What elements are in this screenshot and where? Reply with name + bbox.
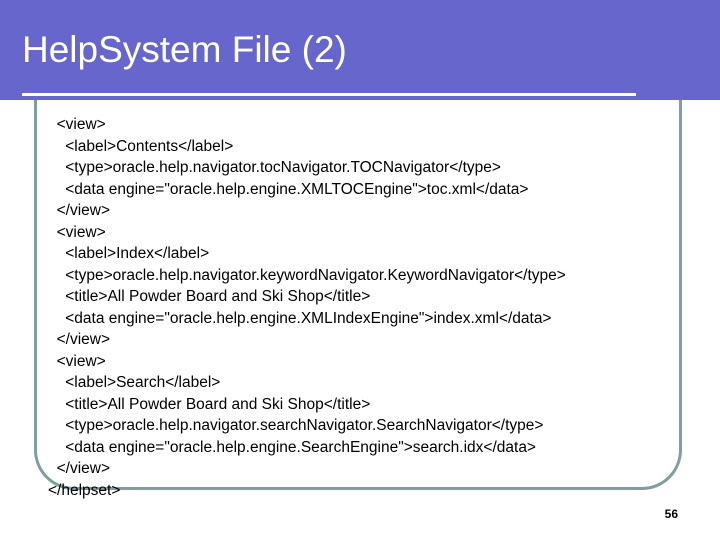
code-line: <data engine="oracle.help.engine.SearchE…	[48, 438, 536, 456]
code-line: <type>oracle.help.navigator.keywordNavig…	[48, 266, 566, 284]
code-line: <label>Search</label>	[48, 374, 221, 391]
code-line: </view>	[48, 460, 111, 477]
code-line: <data engine="oracle.help.engine.XMLInde…	[48, 309, 552, 327]
code-line: </view>	[48, 202, 111, 219]
code-line: <view>	[48, 223, 106, 241]
slide-number: 56	[664, 507, 678, 521]
title-bar	[0, 0, 720, 100]
code-line: <type>oracle.help.navigator.searchNaviga…	[48, 417, 544, 434]
code-line: <label>Index</label>	[48, 245, 210, 262]
code-line: <label>Contents</label>	[48, 137, 234, 155]
content-frame	[34, 100, 682, 490]
code-line: </helpset>	[48, 481, 121, 499]
code-line: <data engine="oracle.help.engine.XMLTOCE…	[48, 180, 529, 198]
xml-code-block: <view> <label>Contents</label> <type>ora…	[48, 114, 566, 501]
code-line: <type>oracle.help.navigator.tocNavigator…	[48, 159, 501, 176]
code-line: <title>All Powder Board and Ski Shop</ti…	[48, 288, 371, 305]
slide-title: HelpSystem File (2)	[22, 29, 347, 70]
code-line: <title>All Powder Board and Ski Shop</ti…	[48, 395, 371, 413]
title-underline	[22, 93, 636, 96]
code-line: <view>	[48, 116, 106, 133]
code-line: </view>	[48, 331, 111, 348]
title-bar-accent	[684, 0, 720, 100]
code-line: <view>	[48, 352, 106, 370]
